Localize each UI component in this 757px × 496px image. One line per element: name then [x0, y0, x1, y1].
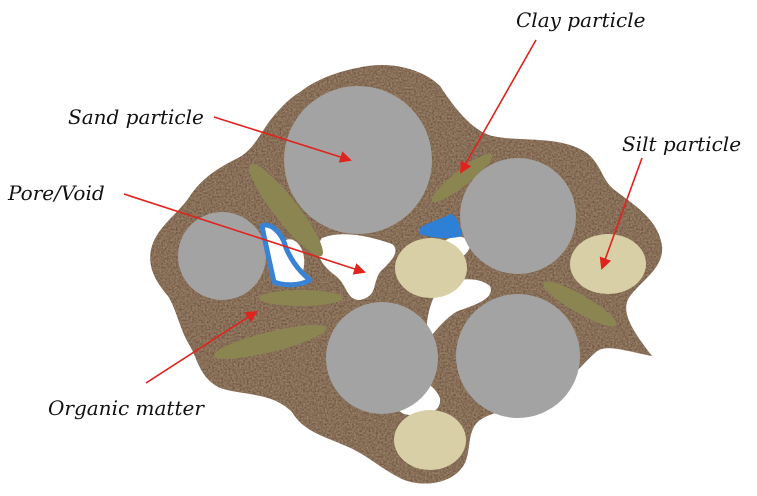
pore-void-label: Pore/Void [8, 181, 105, 205]
organic-matter-label: Organic matter [48, 396, 204, 420]
sand-particle [284, 86, 432, 234]
organic-matter [259, 290, 343, 306]
silt-particle [570, 234, 646, 294]
silt-particle-label: Silt particle [622, 132, 741, 156]
silt-particle [394, 410, 466, 470]
sand-particle [326, 302, 438, 414]
sand-particle [456, 294, 580, 418]
sand-particle-label: Sand particle [68, 105, 204, 129]
silt-particle [395, 238, 467, 298]
sand-particle [460, 158, 576, 274]
clay-particle-label: Clay particle [516, 8, 645, 32]
